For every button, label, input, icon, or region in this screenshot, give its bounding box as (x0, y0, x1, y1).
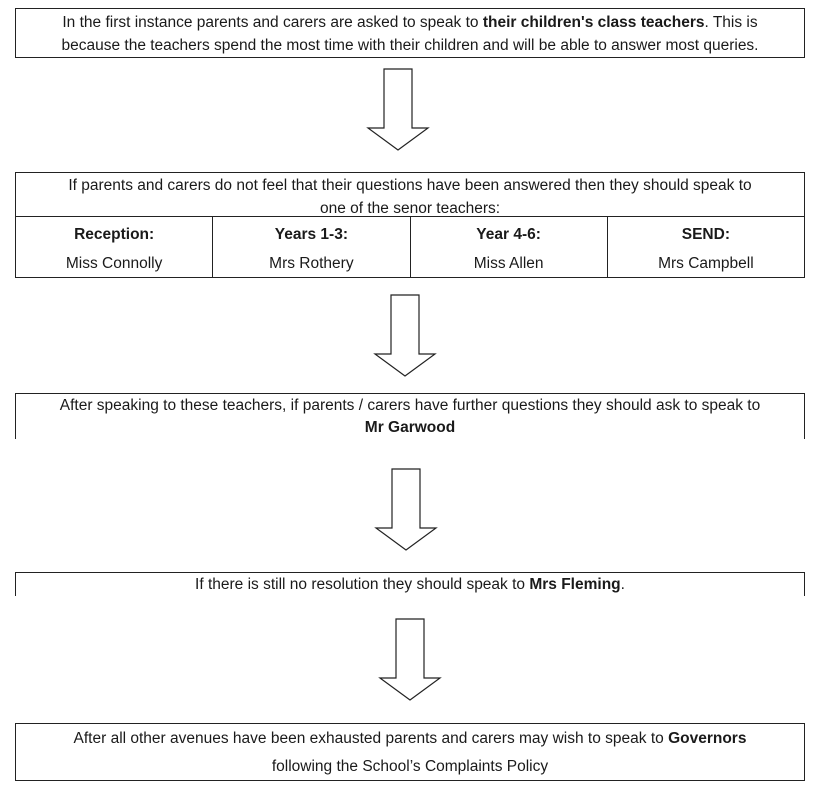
step-class-teachers: In the first instance parents and carers… (15, 8, 805, 58)
senior-teacher-cell: SEND: Mrs Campbell (608, 217, 804, 277)
senior-teacher-cell: Reception: Miss Connolly (16, 217, 214, 277)
down-arrow-icon (378, 618, 442, 701)
step-governors: After all other avenues have been exhaus… (15, 723, 805, 781)
senior-teacher-name: Miss Allen (473, 255, 544, 272)
senior-teacher-name: Mrs Campbell (658, 255, 754, 272)
down-arrow-icon (373, 294, 437, 377)
senior-teachers-intro: If parents and carers do not feel that t… (16, 173, 804, 217)
senior-teacher-name: Mrs Rothery (269, 255, 354, 272)
senior-teacher-heading: Reception: (74, 226, 155, 243)
senior-teachers-table: Reception: Miss Connolly Years 1-3: Mrs … (16, 217, 804, 277)
senior-teacher-heading: SEND: (681, 226, 730, 243)
senior-teacher-heading: Years 1-3: (274, 226, 348, 243)
senior-teacher-cell: Year 4-6: Miss Allen (411, 217, 608, 277)
step-senior-teachers: If parents and carers do not feel that t… (15, 172, 805, 278)
senior-teacher-name: Miss Connolly (65, 255, 163, 272)
governors-emphasis: Governors (668, 730, 747, 747)
senior-teacher-heading: Year 4-6: (476, 226, 541, 243)
step-mr-garwood: After speaking to these teachers, if par… (15, 393, 805, 439)
mr-garwood-emphasis: Mr Garwood (364, 419, 456, 436)
class-teachers-emphasis: their children's class teachers (482, 14, 705, 31)
down-arrow-icon (366, 68, 430, 151)
mrs-fleming-emphasis: Mrs Fleming (529, 576, 621, 593)
down-arrow-icon (374, 468, 438, 551)
step-class-teachers-line2: because the teachers spend the most time… (61, 37, 759, 54)
step-class-teachers-line1: In the first instance parents and carers… (62, 14, 758, 31)
step-mrs-fleming: If there is still no resolution they sho… (15, 572, 805, 596)
senior-teacher-cell: Years 1-3: Mrs Rothery (213, 217, 411, 277)
